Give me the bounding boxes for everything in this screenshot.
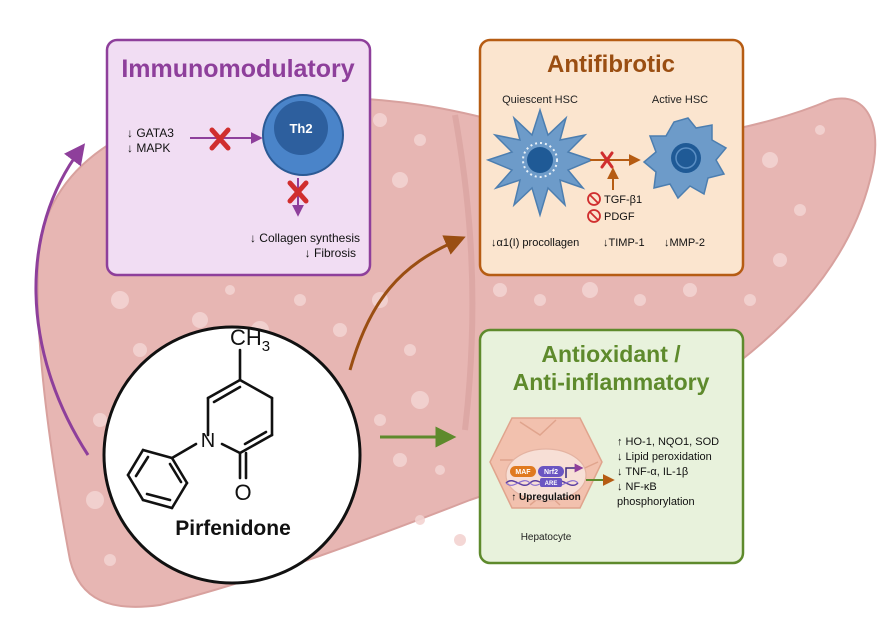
antioxidant-title-line2: Anti-inflammatory — [513, 369, 710, 395]
atom-o: O — [234, 480, 251, 505]
immuno-input-gata3: ↓ GATA3 — [127, 126, 174, 140]
active-hsc-cell — [642, 117, 728, 200]
tgf-beta-prohibit-icon — [587, 192, 601, 206]
arrow-to-immunomodulatory — [34, 143, 90, 456]
immuno-output-collagen: ↓ Collagen synthesis — [250, 231, 360, 245]
effect-lipid: ↓ Lipid peroxidation — [617, 451, 712, 463]
immunomodulatory-title: Immunomodulatory — [121, 55, 354, 83]
antioxidant-panel: Antioxidant / Anti-inflammatory MAF Nrf2… — [478, 328, 745, 565]
maf-label: MAF — [515, 469, 531, 476]
antifibrotic-title: Antifibrotic — [547, 51, 675, 78]
effect-phosphorylation: phosphorylation — [617, 496, 695, 508]
effect-nfkb: ↓ NF-κB — [617, 481, 657, 493]
liver-lobe-divider — [452, 114, 476, 431]
methyl-c: CH — [230, 325, 262, 350]
th2-cell: Th2 — [262, 94, 344, 176]
immuno-output-fibrosis: ↓ Fibrosis — [305, 246, 356, 260]
hepatocyte-label: Hepatocyte — [521, 532, 572, 543]
nrf2-label: Nrf2 — [544, 469, 558, 476]
active-hsc-label: Active HSC — [652, 94, 708, 106]
pirfenidone-molecule: N O CH3 Pirfenidone — [102, 325, 362, 585]
atom-n: N — [201, 430, 215, 452]
hsc-block-x — [600, 151, 614, 169]
molecule-bonds — [126, 348, 274, 510]
marker-procollagen: ↓α1(I) procollagen — [491, 237, 579, 249]
th2-label: Th2 — [289, 121, 312, 136]
pdgf-prohibit-icon — [587, 209, 601, 223]
arrow-to-antifibrotic — [348, 235, 466, 371]
inhibitor-pdgf: PDGF — [604, 211, 635, 223]
effect-tnf: ↓ TNF-α, IL-1β — [617, 466, 688, 478]
are-label: ARE — [545, 481, 558, 487]
methyl-group: CH3 — [230, 325, 270, 355]
immunomodulatory-panel: Immunomodulatory ↓ GATA3 ↓ MAPK Th2 ↓ Co… — [105, 38, 372, 277]
antioxidant-title-line1: Antioxidant / — [541, 341, 681, 367]
quiescent-hsc-label: Quiescent HSC — [502, 94, 578, 106]
hepatocyte-cell: MAF Nrf2 ARE ↑ Upregulation — [489, 417, 603, 509]
upregulation-label: ↑ Upregulation — [511, 492, 580, 503]
marker-mmp2: ↓MMP-2 — [664, 237, 705, 249]
immuno-input-mapk: ↓ MAPK — [127, 141, 170, 155]
immuno-block-x — [209, 127, 231, 151]
th2-block-x — [287, 180, 309, 204]
inhibitor-tgf-beta: TGF-β1 — [604, 194, 642, 206]
pathway-arrows — [34, 143, 466, 456]
methyl-subscript: 3 — [262, 338, 270, 355]
molecule-name: Pirfenidone — [175, 517, 291, 540]
antifibrotic-panel: Antifibrotic Quiescent HSC Active HSC TG… — [478, 38, 745, 277]
effect-ho1: ↑ HO-1, NQO1, SOD — [617, 436, 719, 448]
quiescent-hsc-cell — [485, 107, 595, 218]
marker-timp1: ↓TIMP-1 — [603, 237, 645, 249]
